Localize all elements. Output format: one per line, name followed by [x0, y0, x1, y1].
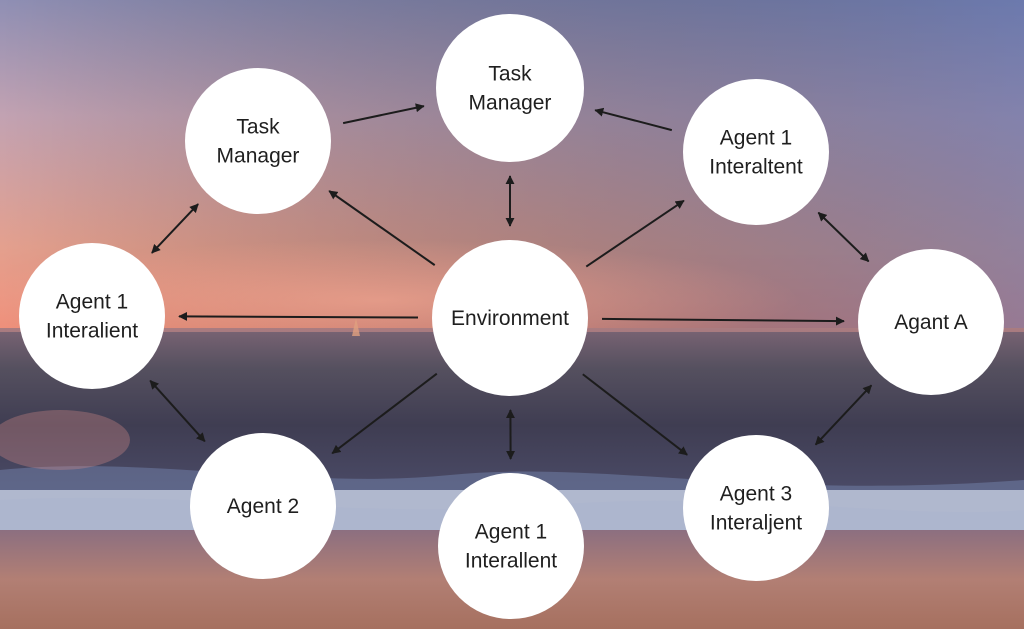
edge-env-tm_left	[328, 190, 436, 266]
node-label: Interalient	[46, 320, 138, 343]
node-label: Agent 3	[720, 483, 792, 506]
node-label: Task	[236, 116, 280, 139]
node-circle	[432, 240, 588, 396]
node-label: Environment	[451, 307, 569, 330]
node-circle	[438, 473, 584, 619]
node-circle	[19, 243, 165, 389]
node-label: Interallent	[465, 550, 557, 573]
edge-tm_left-agent1_left	[151, 203, 199, 254]
node-env: Environment	[432, 240, 588, 396]
node-label: Task	[488, 63, 532, 86]
node-circle	[185, 68, 331, 214]
node-agent3: Agent 3 Interaljent	[683, 435, 829, 581]
node-label: Agant A	[894, 311, 968, 334]
edge-env-agent1_left	[178, 311, 419, 321]
node-circle	[190, 433, 336, 579]
node-label: Agent 1	[720, 127, 792, 150]
node-agentA: Agant A	[858, 249, 1004, 395]
edge-tm_left-tm_top	[342, 103, 425, 125]
edge-env-agent1_topright	[585, 199, 685, 268]
node-circle	[436, 14, 584, 162]
edge-env-agent3	[582, 373, 688, 456]
node-circle	[683, 435, 829, 581]
node-label: Manager	[217, 145, 300, 168]
node-label: Agent 2	[227, 495, 299, 518]
edge-env-agent2	[331, 372, 438, 455]
node-circle	[858, 249, 1004, 395]
node-circle	[683, 79, 829, 225]
edge-agent1_topright-tm_top	[594, 107, 673, 132]
node-agent1_bottom: Agent 1 Interallent	[438, 473, 584, 619]
edge-agent1_left-agent2	[149, 379, 206, 443]
edges-layer	[149, 103, 873, 460]
edge-env-agentA	[601, 316, 845, 326]
node-label: Manager	[469, 92, 552, 115]
node-agent1_topright: Agent 1 Interaltent	[683, 79, 829, 225]
node-label: Agent 1	[56, 291, 128, 314]
node-agent2: Agent 2	[190, 433, 336, 579]
node-label: Agent 1	[475, 521, 547, 544]
node-agent1_left: Agent 1 Interalient	[19, 243, 165, 389]
edge-agentA-agent3	[814, 384, 873, 446]
node-label: Interaltent	[709, 156, 803, 179]
node-label: Interaljent	[710, 512, 802, 535]
edge-agent1_topright-agentA	[817, 211, 870, 263]
